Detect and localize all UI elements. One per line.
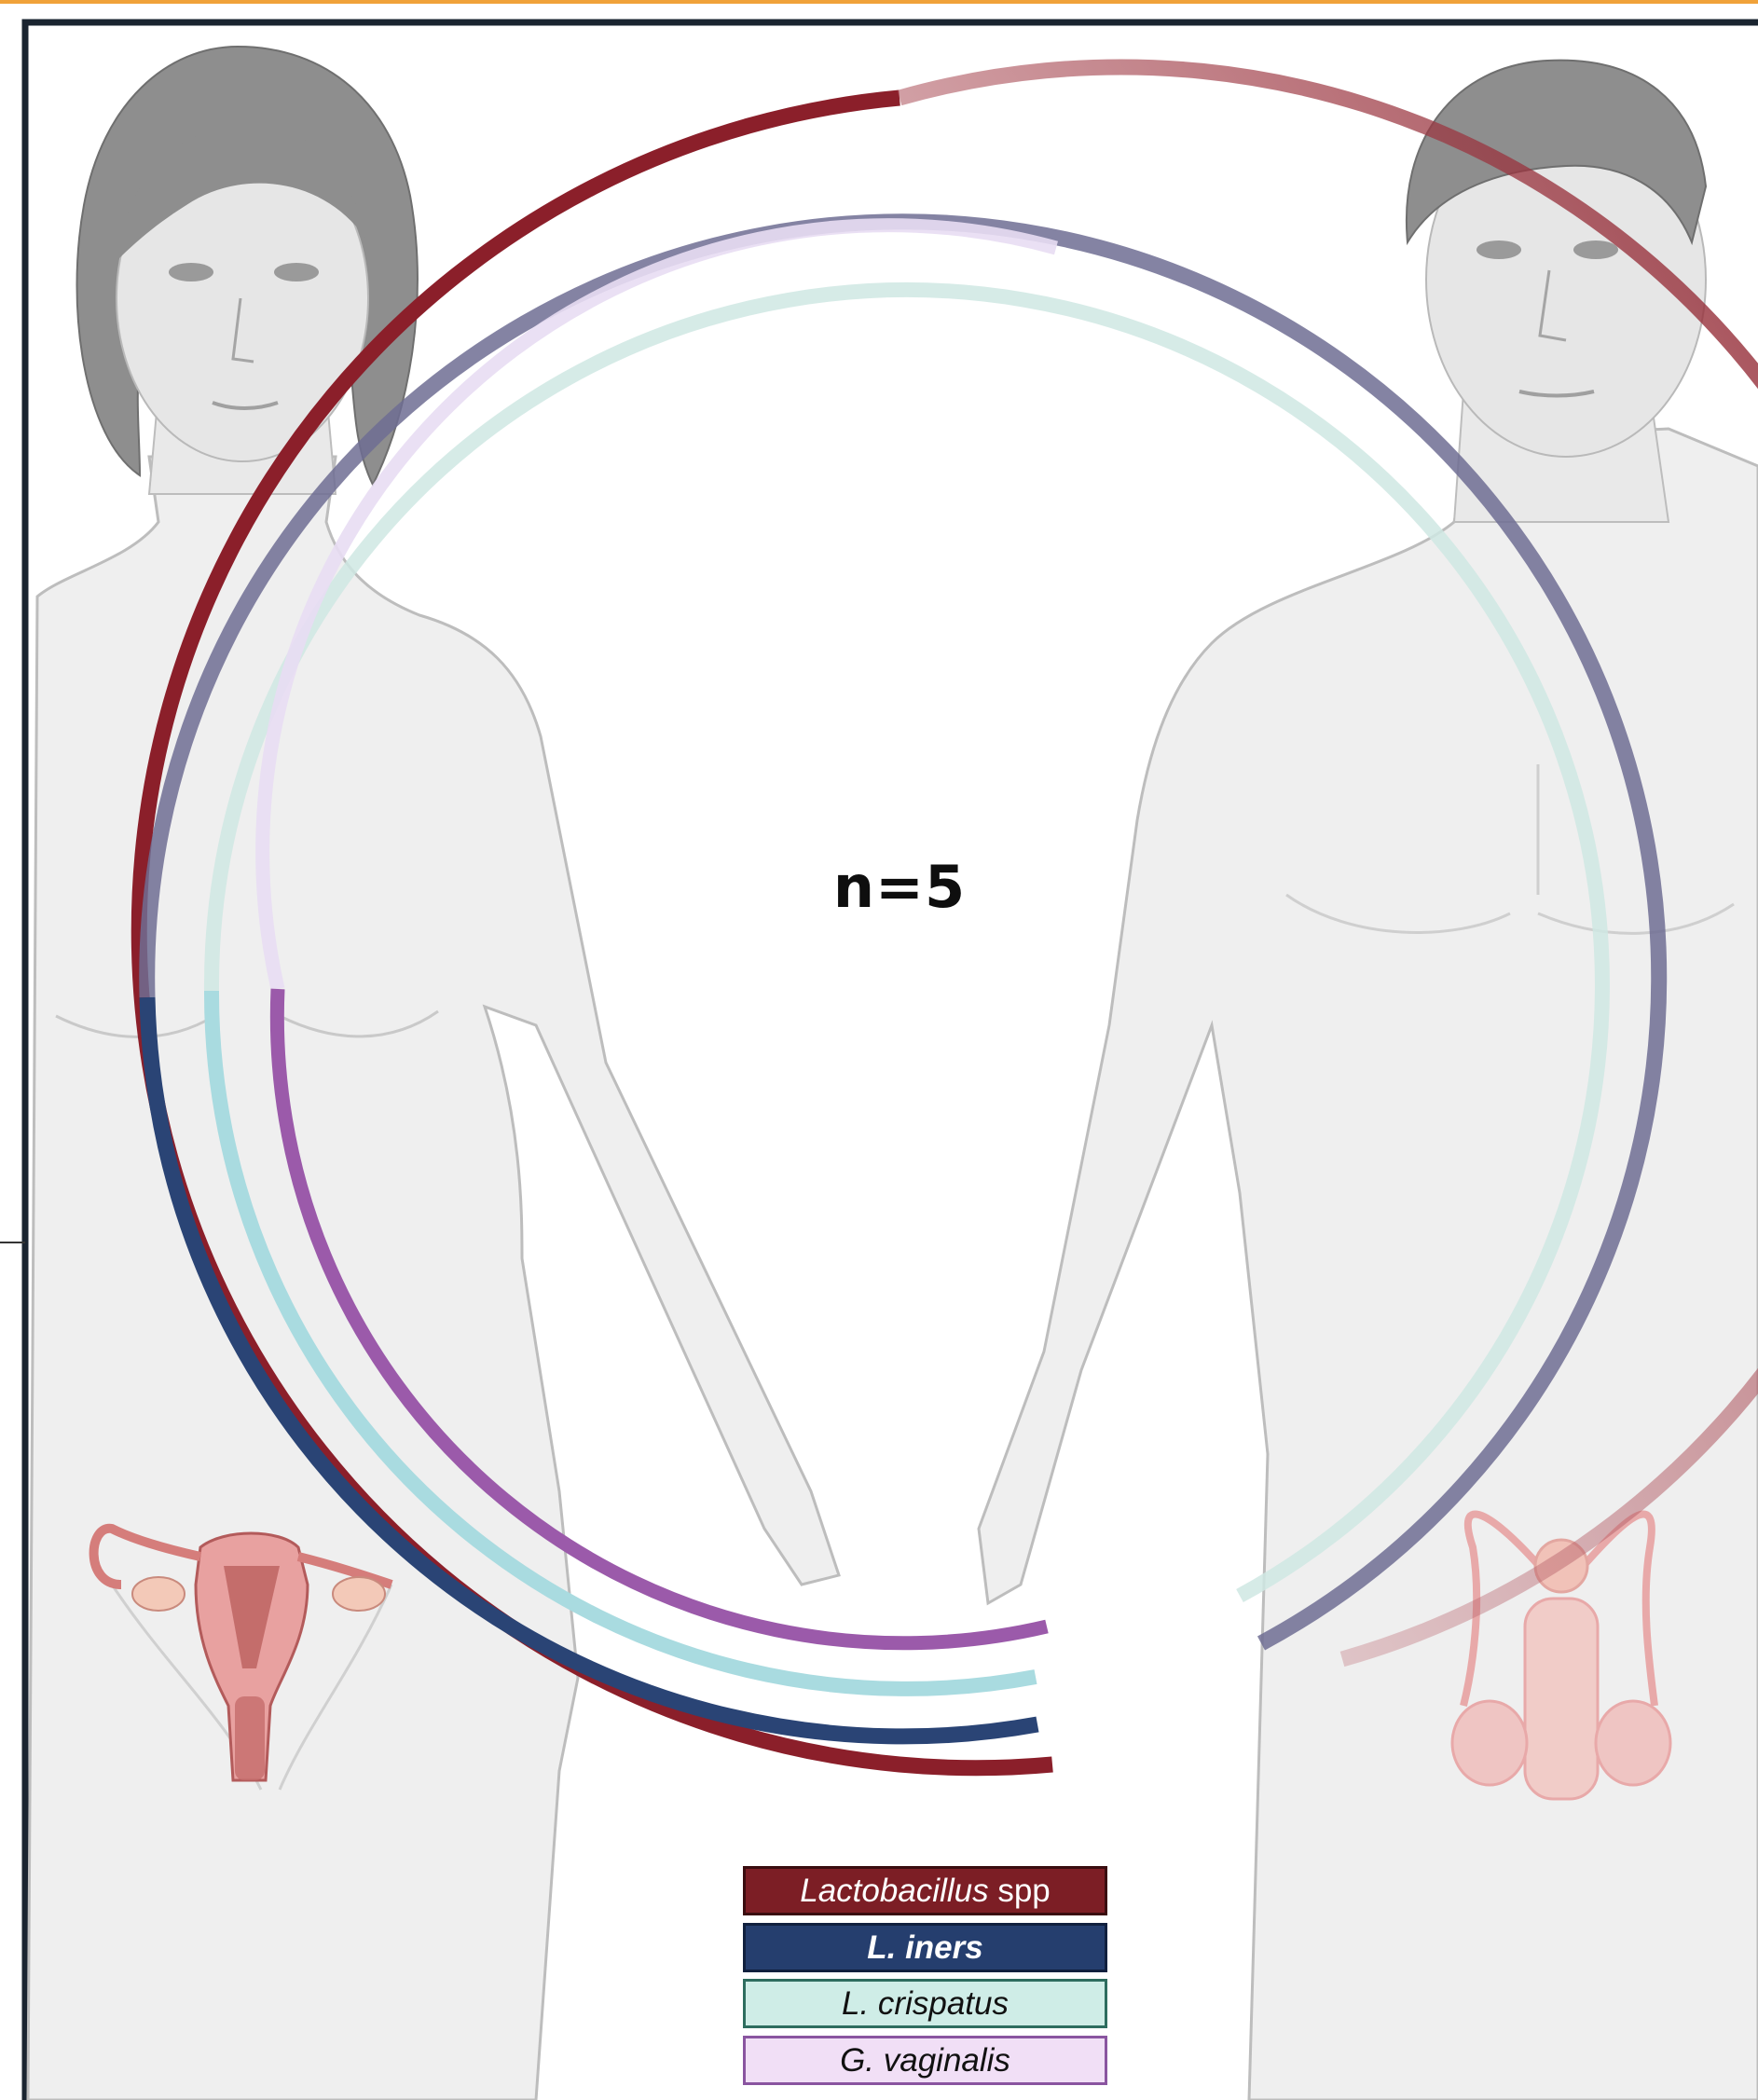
female-left-eye: [169, 263, 213, 281]
right-testis: [1596, 1701, 1670, 1785]
legend-crispatus: L. crispatus: [743, 1979, 1107, 2028]
female-right-eye: [274, 263, 319, 281]
male-torso: [979, 429, 1758, 2100]
legend-iners-label: L. iners: [867, 1929, 982, 1966]
left-testis: [1452, 1701, 1527, 1785]
legend-crispatus-label: L. crispatus: [842, 1985, 1009, 2022]
male-right-eye: [1573, 240, 1618, 259]
right-ovary: [333, 1577, 385, 1611]
legend-vaginalis: G. vaginalis: [743, 2036, 1107, 2085]
penis-shaft: [1525, 1599, 1598, 1799]
legend-lactobacillus: Lactobacillus spp: [743, 1866, 1107, 1915]
legend-iners: L. iners: [743, 1923, 1107, 1972]
male-body: [979, 61, 1758, 2100]
legend-lactobacillus-suffix: spp: [989, 1873, 1051, 1909]
male-left-eye: [1476, 240, 1521, 259]
top-accent-bar: [0, 0, 1758, 4]
female-torso: [28, 457, 839, 2100]
left-ovary: [132, 1577, 185, 1611]
sample-size-label: n=5: [820, 853, 979, 921]
legend-vaginalis-label: G. vaginalis: [840, 2042, 1010, 2079]
legend-lactobacillus-italic: Lactobacillus: [800, 1873, 988, 1909]
vaginal-canal: [235, 1696, 265, 1780]
